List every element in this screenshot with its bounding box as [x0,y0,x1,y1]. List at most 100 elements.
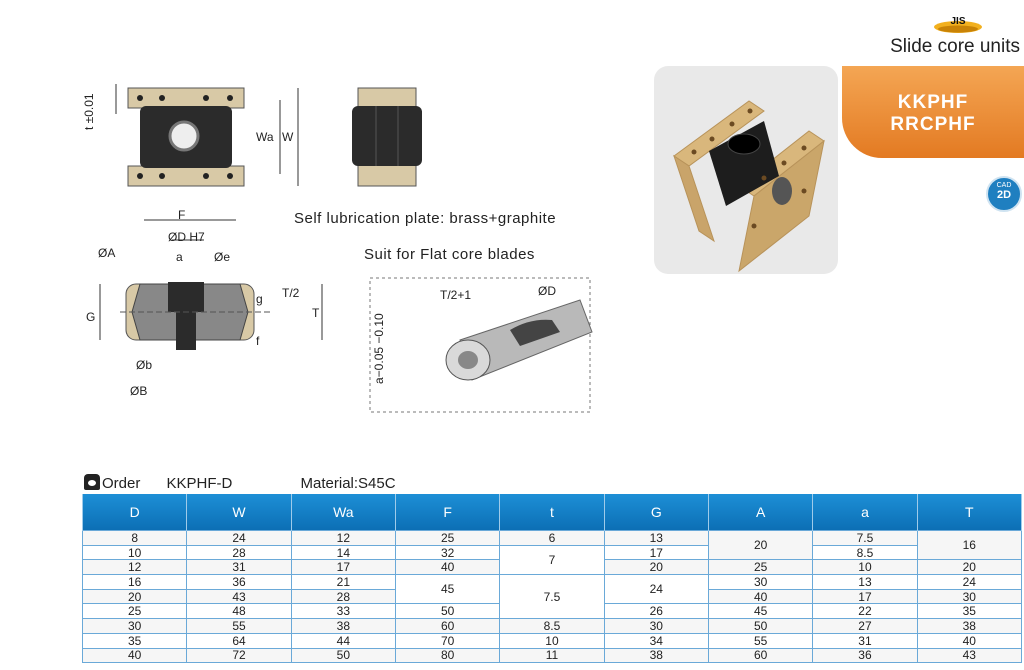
table-row: 35 64 44 70 10 34 55 31 40 [81,632,1023,649]
cell-a-big: 45 [707,603,814,620]
cell-wa: 14 [290,544,396,561]
cell-d: 8 [81,530,188,546]
cell-t-big: 16 [916,529,1023,561]
cell-d: 16 [81,574,188,590]
cell-a-small: 8.5 [812,544,918,561]
cell-f: 70 [394,632,501,649]
cell-g: 26 [603,603,709,620]
dim-f: F [178,208,186,222]
caption-lubrication: Self lubrication plate: brass+graphite [294,210,557,227]
order-label: Order [102,475,141,492]
dim-b-small: Øb [136,358,153,372]
cell-t-big: 38 [916,618,1023,634]
cell-a-small: 13 [812,574,918,590]
cell-d: 25 [81,603,188,620]
cad-label: CAD [996,182,1012,189]
cell-wa: 38 [290,618,396,634]
cell-wa: 33 [290,603,396,620]
cell-d: 40 [81,647,188,664]
cell-t: 7.5 [499,574,605,620]
dim-wa: Wa [256,130,274,144]
cell-d: 30 [81,618,188,634]
cell-f: 40 [394,559,501,576]
cell-t-big: 40 [916,632,1023,649]
cell-f: 60 [394,618,501,634]
cell-t-big: 43 [916,647,1023,664]
cell-w: 72 [186,647,292,664]
dim-dh7: ØD H7 [168,230,205,244]
cell-w: 43 [186,588,292,605]
cell-w: 48 [186,603,292,620]
cell-a-big: 30 [707,574,814,590]
cell-a-small: 36 [812,647,918,664]
cell-f: 45 [394,574,501,605]
cell-g: 38 [603,647,709,664]
cell-t: 6 [499,530,605,546]
cell-w: 36 [186,574,292,590]
col-header-g: G [603,494,709,531]
dim-t-tolerance: t ±0.01 [82,93,96,130]
dim-t-half: T/2 [282,286,300,300]
product-photo [654,66,838,274]
cell-wa: 50 [290,647,396,664]
col-header-f: F [394,494,501,531]
cell-d: 35 [81,632,188,649]
model-banner: KKPHF RRCPHF [842,66,1024,158]
cad-2d-badge[interactable]: CAD 2D [986,176,1022,212]
cell-a-big: 55 [707,632,814,649]
cell-a-big: 50 [707,618,814,634]
material-label: Material:S45C [300,475,396,492]
dim-g-small: g [256,292,263,306]
phone-icon [84,474,100,490]
cell-t-big: 24 [916,574,1023,590]
dim-b-big: ØB [130,384,148,398]
table-row: 10 28 14 32 7 17 8.5 [81,544,1022,576]
dim-f-small: f [256,334,260,348]
col-header-t-big: T [916,494,1023,531]
cell-w: 24 [186,530,292,546]
cell-a-big: 40 [707,588,814,605]
table-row: 40 72 50 80 11 38 60 36 43 [81,647,1023,664]
cell-t-big: 30 [916,588,1023,605]
dim-w: W [282,130,294,144]
col-header-wa: Wa [290,494,396,531]
cell-wa: 17 [290,559,396,576]
dim-a-phi: ØA [98,246,116,260]
cell-wa: 28 [290,588,396,605]
cell-a-small: 17 [812,588,918,605]
col-header-a-small: a [812,494,918,531]
dim-d-phi: ØD [538,284,556,298]
cell-t-big: 35 [916,603,1023,620]
cell-a-small: 31 [812,632,918,649]
cell-a-big: 20 [707,529,814,561]
cell-w: 55 [186,618,292,634]
cell-w: 31 [186,559,292,576]
table-header-row: D W Wa F t G A a T [81,494,1023,531]
col-header-t: t [499,494,605,531]
dim-t-big: T [312,306,320,320]
cell-g: 13 [603,530,709,546]
cell-a-small: 27 [812,618,918,634]
dim-e-phi: Øe [214,250,231,264]
cell-g: 24 [603,574,709,605]
cell-g: 17 [603,544,709,561]
dim-a-tolerance: a−0.05 −0.10 [372,313,386,384]
cell-t: 10 [499,632,605,649]
cell-g: 20 [603,559,709,576]
cell-t: 7 [499,544,605,576]
cell-w: 28 [186,544,292,561]
cell-d: 10 [81,544,188,561]
cell-a-small: 7.5 [812,530,918,546]
cell-t-big: 20 [916,559,1023,576]
dim-g-big: G [86,310,96,324]
cell-a-big: 25 [707,559,814,576]
order-code: KKPHF-D [166,475,233,492]
cell-t: 8.5 [499,618,605,634]
banner-model-1: KKPHF [897,92,969,113]
cad-2d-label: 2D [996,189,1012,201]
cell-g: 30 [603,618,709,634]
cell-wa: 44 [290,632,396,649]
table-row: 16 36 21 45 7.5 24 30 13 24 [81,574,1023,620]
table-row: 25 48 33 50 26 45 22 35 [81,603,1023,620]
jis-badge-text: JIS [950,16,965,27]
